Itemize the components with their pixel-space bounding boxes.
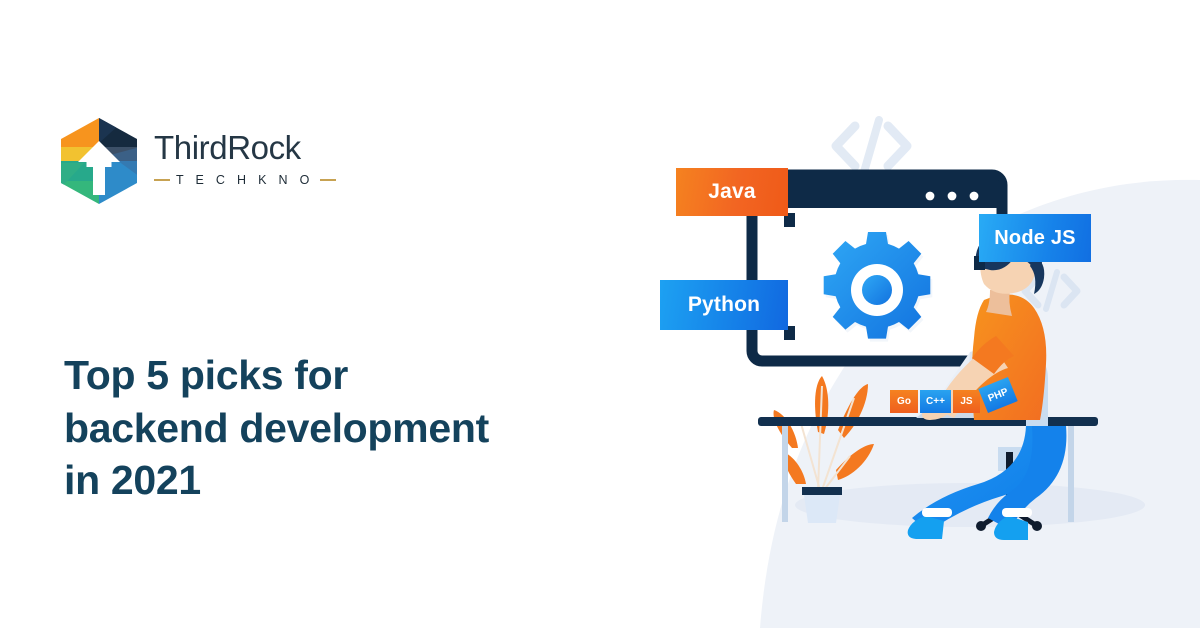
brand-tagline: T E C H K N O: [176, 173, 314, 187]
hexagon-arrow-logo-icon: [58, 117, 140, 205]
mini-tag-go-label: Go: [897, 396, 911, 407]
brand-tagline-row: T E C H K N O: [154, 173, 336, 187]
badge-java[interactable]: Java: [676, 168, 788, 216]
headline-line-1: Top 5 picks for: [64, 352, 349, 399]
potted-plant-icon: [773, 376, 874, 523]
backend-development-illustration: Java Python Node JS Go C++ JS PHP: [640, 0, 1200, 628]
tagline-rule-right: [319, 179, 336, 181]
mini-tag-js[interactable]: JS: [953, 390, 980, 413]
badge-node-js-label: Node JS: [994, 226, 1076, 249]
mini-tag-php-label: PHP: [986, 386, 1010, 404]
page-title: Top 5 picks for backend development in 2…: [64, 349, 644, 506]
illustration-scene: [746, 116, 1200, 628]
mini-tag-cpp[interactable]: C++: [920, 390, 951, 413]
brand-name: ThirdRock: [154, 129, 301, 166]
mini-tag-js-label: JS: [960, 396, 973, 407]
headline-line-3: in 2021: [64, 457, 201, 504]
badge-java-label: Java: [708, 180, 756, 203]
brand-wordmark: ThirdRock T E C H K N O: [154, 131, 354, 187]
badge-python[interactable]: Python: [660, 280, 788, 330]
badge-node-js[interactable]: Node JS: [979, 214, 1091, 262]
mini-tag-cpp-label: C++: [926, 396, 945, 407]
badge-python-label: Python: [687, 293, 761, 316]
brand-logo[interactable]: ThirdRock T E C H K N O: [58, 115, 358, 210]
headline-line-2: backend development: [64, 404, 489, 451]
mini-tag-go[interactable]: Go: [890, 390, 918, 413]
tagline-rule-left: [154, 179, 170, 181]
